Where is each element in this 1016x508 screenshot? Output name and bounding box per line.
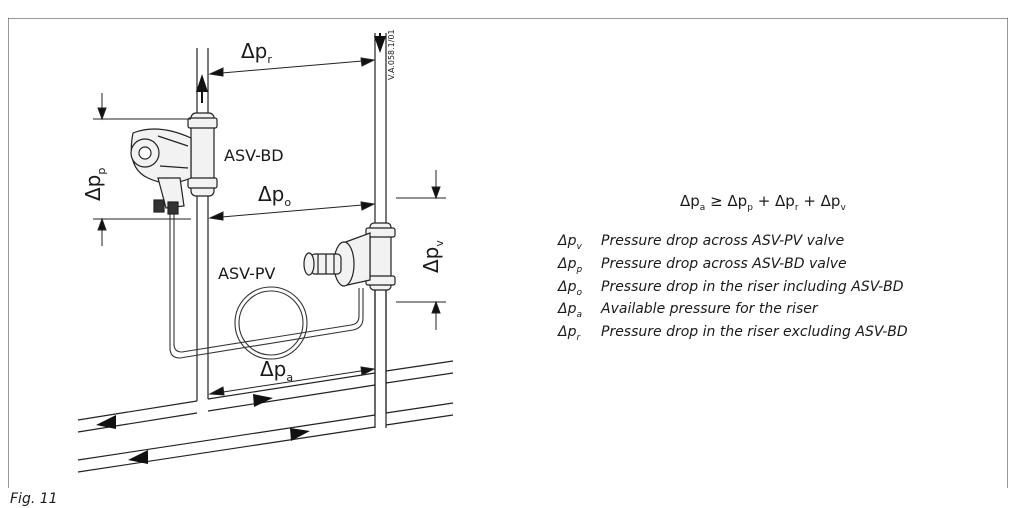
impulse-tube-coil [234,286,308,360]
label-dp-v: Δpv [419,240,446,273]
label-dp-p: Δpp [81,168,108,201]
figure-frame: V.A.058.1/01 [8,18,1008,488]
dimension-line-dp-v [396,170,446,330]
supply-main-arrows [96,394,273,429]
supply-riser-pipe [196,48,209,294]
dimension-line-dp-o [208,201,376,221]
supply-main-pipe [77,294,454,433]
label-dp-a: Δpa [260,357,293,384]
impulse-tube-inner [173,208,360,353]
figure-caption: Fig. 11 [10,491,58,507]
return-flow-arrow [374,33,386,53]
dimension-line-dp-p [93,93,191,246]
impulse-tube [169,208,364,359]
dimension-line-dp-a [208,366,376,396]
asv-pv-label: ASV-PV [218,264,276,283]
supply-flow-arrow [196,74,208,103]
asv-pv-valve [303,222,396,291]
asv-bd-label: ASV-BD [224,146,284,165]
pressure-equation: Δpa ≥ Δpp + Δpr + Δpv [680,192,846,213]
impulse-tube-coil-inner [238,290,304,356]
label-dp-r: Δpr [241,39,272,66]
return-main-pipe [77,290,454,473]
return-main-arrows [128,428,310,464]
label-dp-o: Δpo [258,182,291,209]
dimension-line-dp-r [208,57,376,77]
riser-diagram: V.A.058.1/01 [8,18,1008,488]
asv-bd-valve [130,112,218,215]
drawing-code: V.A.058.1/01 [387,29,396,80]
